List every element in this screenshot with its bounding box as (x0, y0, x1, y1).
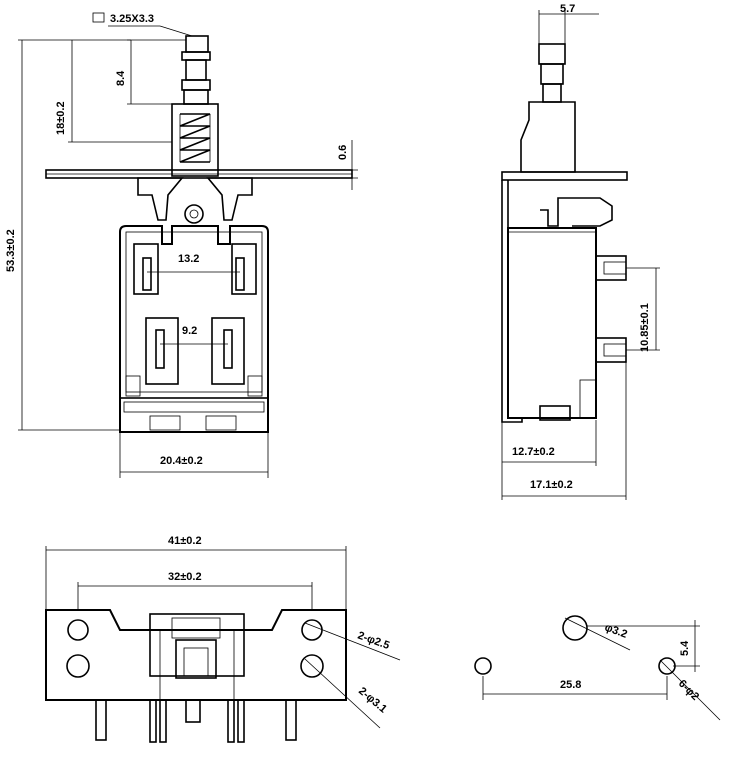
outer-pin-left (142, 257, 152, 291)
pcb-layout: φ3.2 5.4 25.8 6-φ2 (474, 615, 721, 721)
hole-small-label: 2-φ2.5 (356, 630, 391, 653)
outer-pitch-label: 13.2 (178, 253, 199, 265)
body-width-label: 20.4±0.2 (160, 455, 203, 467)
pin-size-label: 3.25X3.3 (110, 13, 154, 25)
bottom-view: 41±0.2 32±0.2 2-φ2.5 2-φ3.1 (45, 535, 401, 743)
hole-small-pcb-left (474, 657, 492, 675)
inner-pin-left (155, 329, 165, 369)
plate-width-label: 41±0.2 (168, 535, 202, 547)
upper-terminal (595, 255, 627, 281)
hole-small-left (67, 619, 89, 641)
hole-big-label: φ3.2 (603, 622, 629, 641)
hole-pitch-label: 32±0.2 (168, 571, 202, 583)
hole-small-pcb-right (658, 657, 676, 675)
inner-pitch-label: 9.2 (182, 325, 197, 337)
front-switch-body (119, 225, 269, 433)
hole-big-icon (562, 615, 588, 641)
hole-large-right (300, 654, 324, 678)
square-symbol-icon (92, 12, 105, 23)
offset-label: 5.4 (679, 640, 691, 656)
total-depth-label: 17.1±0.2 (530, 479, 573, 491)
left-latch (137, 177, 184, 221)
spring-icon (179, 113, 211, 163)
side-plunger (520, 43, 576, 173)
bottom-plate (45, 609, 347, 701)
body-depth-label: 12.7±0.2 (512, 446, 555, 458)
side-switch-body (507, 227, 597, 421)
front-plunger (171, 35, 219, 177)
hole-large-left (66, 654, 90, 678)
total-height-label: 53.3±0.2 (5, 229, 17, 272)
spacing-label: 25.8 (560, 679, 581, 691)
inner-pin-right (223, 329, 233, 369)
center-hole (184, 204, 204, 224)
plunger-width-label: 5.7 (560, 3, 575, 15)
plate-thickness-label: 0.6 (337, 145, 349, 160)
hole-small-count-label: 6-φ2 (676, 678, 701, 703)
terminal-pitch-label: 10.85±0.1 (639, 303, 651, 352)
bottom-pins (95, 699, 297, 743)
plunger-height-label: 8.4 (115, 70, 127, 86)
side-view: 5.7 10.85±0.1 12.7±0.2 17.1±0.2 (501, 3, 660, 500)
side-mounting-plate (501, 171, 628, 181)
outer-pin-right (235, 257, 245, 291)
right-latch (206, 177, 253, 221)
front-view: 3.25X3.3 (5, 12, 358, 478)
lower-terminal (595, 337, 627, 363)
stroke-height-label: 18±0.2 (55, 101, 67, 135)
